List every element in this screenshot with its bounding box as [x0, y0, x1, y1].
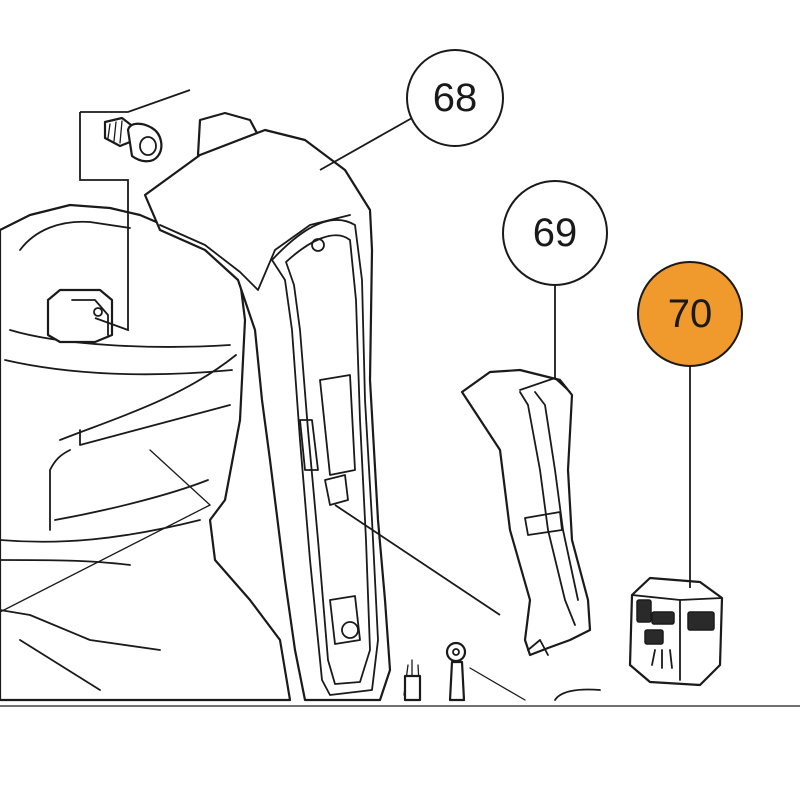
callout-70-circle: [637, 261, 743, 367]
callout-70[interactable]: 70: [637, 261, 743, 588]
callout-68-label: 68: [433, 76, 478, 120]
switch[interactable]: [628, 576, 724, 687]
callout-69-label: 69: [533, 211, 578, 255]
callout-partial-bottom: [554, 688, 601, 701]
callout-68[interactable]: 68: [319, 49, 504, 171]
trigger[interactable]: [460, 368, 592, 657]
image-bottom-mask: [0, 708, 800, 800]
screw-leader-top: [80, 89, 191, 113]
screw[interactable]: [103, 116, 163, 163]
handle-housing[interactable]: [143, 111, 392, 702]
screw-leader: [79, 112, 129, 332]
callout-70-label: 70: [668, 292, 713, 336]
callout-69[interactable]: 69: [502, 180, 608, 378]
cable-terminal[interactable]: [403, 641, 526, 702]
handle-leader: [334, 504, 501, 616]
motor-housing[interactable]: [0, 203, 292, 702]
